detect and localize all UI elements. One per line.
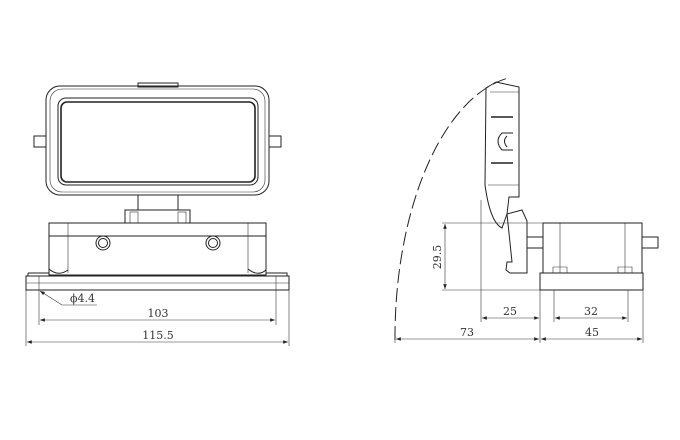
dim-label-29-5: 29.5 (431, 245, 444, 270)
flange-ears (27, 268, 288, 276)
screw-hole-right-inner (208, 238, 218, 248)
right-pin (268, 135, 282, 148)
side-view: 29.5 25 32 73 45 (394, 77, 659, 343)
cover-top-tab (137, 82, 179, 88)
dim-label-32: 32 (584, 305, 598, 318)
dim-label-25: 25 (503, 305, 517, 318)
hole-diameter-label: ϕ4.4 (70, 292, 95, 305)
hinge-knuckle-left (129, 211, 139, 224)
dim-label-45: 45 (585, 326, 599, 339)
hinge-arm (505, 209, 528, 274)
dim-label-73: 73 (460, 326, 474, 339)
hinge-stem (137, 194, 179, 211)
dim-label-103: 103 (148, 307, 169, 320)
side-pin-right (641, 236, 659, 249)
screw-hole-left-inner (98, 238, 108, 248)
cover-seal-outer (57, 97, 259, 186)
cover-face (495, 81, 520, 215)
base-housing (48, 222, 267, 276)
side-flange (539, 272, 644, 291)
front-view: 103 115.5 ϕ4.4 (25, 82, 290, 346)
cover-profile (484, 81, 508, 229)
cover-rim (49, 88, 266, 193)
screw-hole-left (95, 235, 111, 251)
housing-feet (552, 266, 633, 273)
dim-label-115-5: 115.5 (142, 329, 174, 342)
left-pin (33, 135, 47, 148)
swing-arc (394, 77, 509, 341)
side-housing (542, 222, 643, 274)
side-pin-left (526, 236, 544, 249)
hinge-knuckle-right (177, 211, 187, 224)
cover-latch (497, 132, 513, 151)
hole-leader (39, 290, 97, 306)
screw-hole-right (205, 235, 221, 251)
cover-seal-inner (60, 101, 256, 183)
